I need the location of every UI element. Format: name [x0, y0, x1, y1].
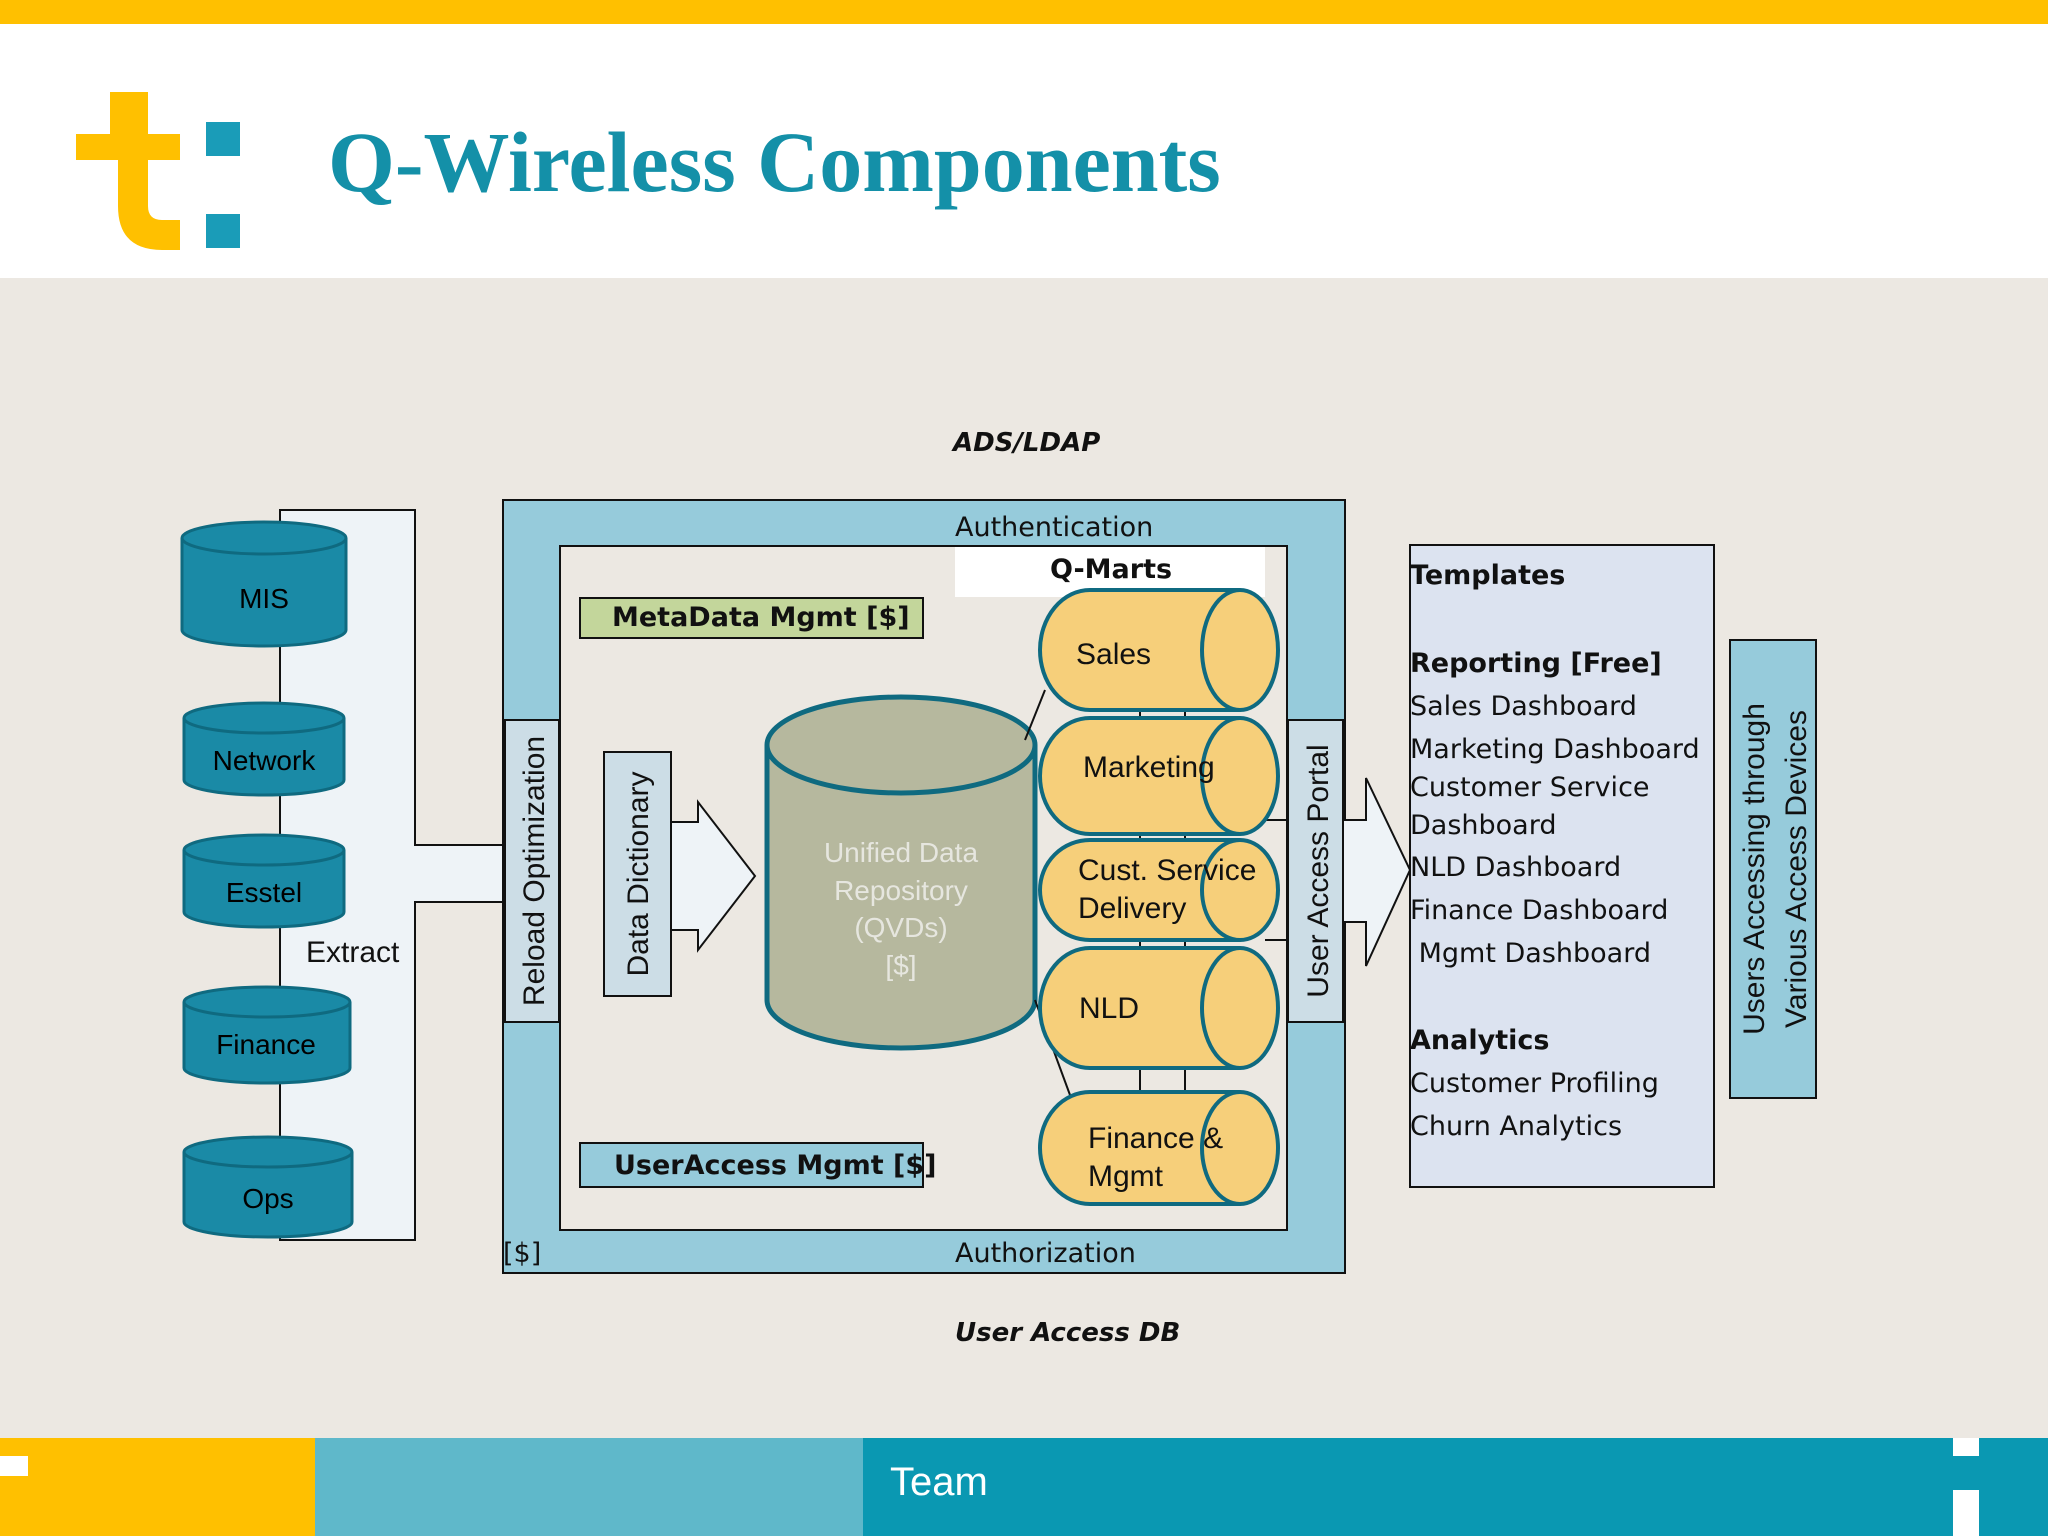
mart-sales	[1038, 588, 1280, 712]
brand-logo-icon	[76, 92, 240, 250]
mart-label-csd-1: Cust. Service	[1078, 854, 1256, 887]
source-mis	[180, 520, 348, 648]
source-label-finance: Finance	[216, 1029, 316, 1060]
mart-finance-mgmt	[1038, 1090, 1280, 1206]
templates-heading: Templates	[1410, 560, 1566, 591]
footer-team-label: Team	[890, 1460, 988, 1504]
source-network	[182, 701, 346, 797]
slide-header: Q-Wireless Components	[0, 24, 2048, 278]
repository-line-1: Unified Data	[824, 837, 979, 868]
template-item: Marketing Dashboard	[1410, 734, 1700, 765]
source-label-network: Network	[213, 745, 317, 776]
source-finance	[182, 985, 352, 1085]
users-devices-label-1: Users Accessing through	[1738, 703, 1771, 1035]
user-access-portal-bar	[1287, 719, 1344, 1023]
source-esstel	[182, 833, 346, 929]
mart-label-finance-1: Finance &	[1088, 1122, 1223, 1155]
repository-line-3: (QVDs)	[854, 912, 947, 943]
ads-ldap-label: ADS/LDAP	[953, 428, 1101, 458]
top-accent-bar	[0, 0, 2048, 24]
user-access-portal-label: User Access Portal	[1302, 744, 1335, 997]
useraccess-mgmt-box	[579, 1142, 924, 1188]
template-item: Mgmt Dashboard	[1410, 938, 1651, 969]
page-title: Q-Wireless Components	[328, 114, 1221, 210]
authorization-label: Authorization	[955, 1238, 1136, 1269]
source-label-ops: Ops	[242, 1183, 293, 1214]
template-item: Sales Dashboard	[1410, 691, 1637, 722]
reload-optimization-label: Reload Optimization	[518, 736, 551, 1006]
user-access-db-label: User Access DB	[955, 1318, 1181, 1348]
repository-line-4: [$]	[885, 950, 916, 981]
arrow-to-templates	[1342, 777, 1412, 967]
slide-footer: Team	[0, 1438, 2048, 1536]
reload-optimization-bar	[504, 719, 560, 1023]
arrow-to-repository	[670, 799, 757, 953]
mart-label-csd-2: Delivery	[1078, 892, 1186, 925]
mart-label-finance-2: Mgmt	[1088, 1160, 1164, 1193]
source-ops	[182, 1135, 354, 1239]
mart-label-sales: Sales	[1076, 638, 1151, 671]
mart-marketing	[1038, 716, 1280, 836]
analytics-heading: Analytics	[1410, 1025, 1550, 1056]
template-item: Dashboard	[1410, 810, 1557, 841]
template-item: NLD Dashboard	[1410, 852, 1622, 883]
users-devices-label-2: Various Access Devices	[1780, 710, 1813, 1028]
footer-yellow-block	[28, 1438, 315, 1536]
data-dictionary-label: Data Dictionary	[622, 771, 655, 976]
mart-nld	[1038, 946, 1280, 1070]
footer-light-block	[315, 1438, 863, 1536]
cost-marker-label: [$]	[503, 1238, 542, 1269]
users-devices-box	[1729, 639, 1817, 1099]
source-label-mis: MIS	[239, 583, 289, 614]
analytics-item: Customer Profiling	[1410, 1068, 1659, 1099]
unified-data-repository	[764, 694, 1038, 1051]
template-item: Customer Service	[1410, 772, 1650, 803]
qmarts-title: Q-Marts	[1050, 554, 1173, 585]
source-label-esstel: Esstel	[226, 877, 302, 908]
authentication-label: Authentication	[955, 512, 1154, 543]
template-item: Finance Dashboard	[1410, 895, 1669, 926]
mart-label-nld: NLD	[1079, 992, 1139, 1025]
useraccess-mgmt-label: UserAccess Mgmt [$]	[614, 1150, 937, 1181]
reporting-heading: Reporting [Free]	[1410, 648, 1662, 679]
mart-cust-service-delivery	[1038, 838, 1280, 942]
footer-teal-block	[863, 1438, 2048, 1536]
metadata-mgmt-label: MetaData Mgmt [$]	[612, 602, 910, 633]
extract-label: Extract	[306, 936, 400, 969]
analytics-item: Churn Analytics	[1410, 1111, 1623, 1142]
metadata-mgmt-box	[579, 597, 924, 639]
templates-panel	[1409, 544, 1715, 1188]
mart-label-marketing: Marketing	[1083, 751, 1215, 784]
repository-line-2: Repository	[834, 875, 968, 906]
footer-logo-icon	[1953, 1438, 1979, 1456]
